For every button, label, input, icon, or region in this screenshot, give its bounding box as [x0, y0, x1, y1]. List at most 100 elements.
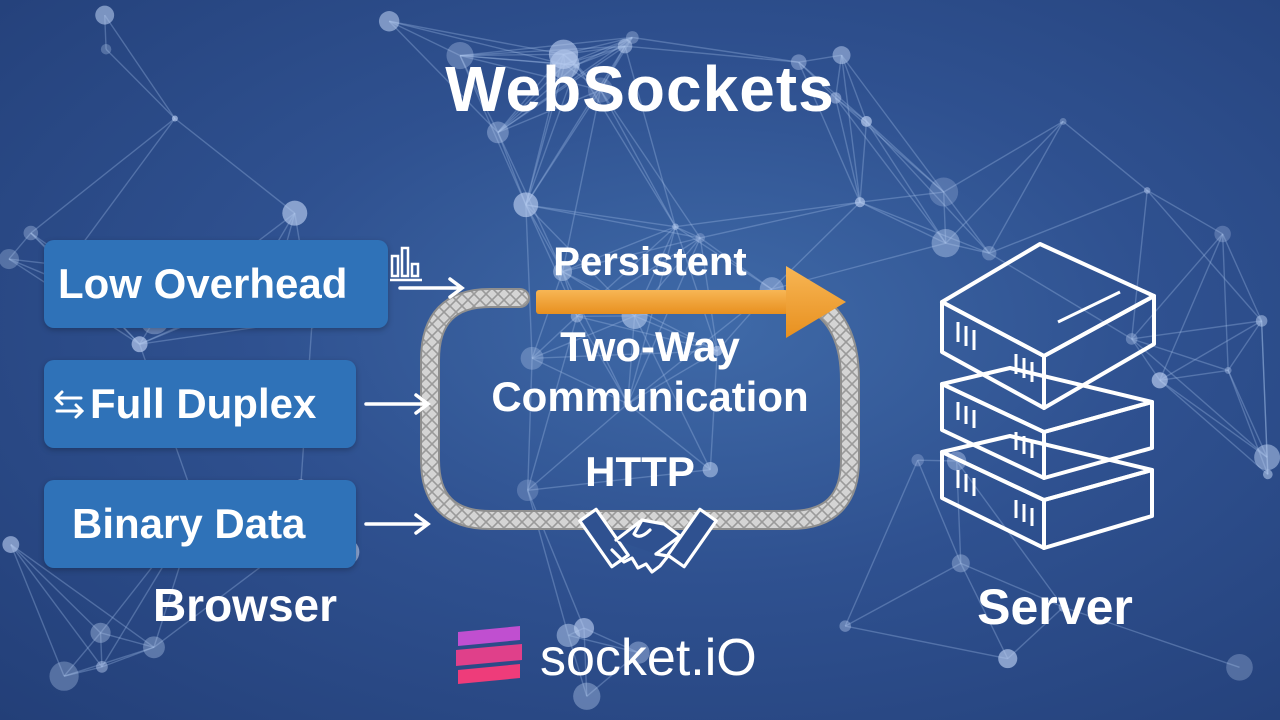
- network-link: [988, 252, 1133, 340]
- network-link: [575, 64, 601, 91]
- network-link: [174, 117, 296, 214]
- network-link: [99, 632, 103, 667]
- network-node: [931, 229, 960, 258]
- network-link: [1007, 606, 1064, 660]
- network-link: [835, 97, 947, 244]
- network-link: [943, 191, 990, 254]
- network-node: [1143, 187, 1151, 194]
- network-node: [911, 453, 924, 467]
- arrow-low-overhead: [398, 277, 465, 299]
- network-link: [531, 315, 578, 359]
- network-link: [634, 315, 718, 352]
- network-node: [790, 54, 807, 71]
- network-link: [798, 61, 837, 99]
- network-link: [945, 242, 990, 254]
- network-link: [562, 226, 676, 273]
- network-link: [633, 315, 711, 470]
- network-link: [459, 55, 499, 133]
- network-link: [675, 226, 701, 239]
- network-link: [844, 562, 962, 627]
- network-link: [865, 120, 990, 254]
- persistent-arrow: [536, 266, 846, 338]
- network-node: [2, 536, 20, 553]
- feature-label: Full Duplex: [90, 380, 317, 427]
- server-stack-icon: [940, 242, 1156, 550]
- network-link: [526, 358, 533, 491]
- network-link: [104, 14, 176, 119]
- network-link: [627, 315, 636, 404]
- network-link: [10, 544, 102, 634]
- network-node: [1255, 315, 1268, 327]
- network-link: [834, 97, 861, 203]
- network-node: [982, 246, 997, 261]
- page-title: WebSockets: [445, 53, 835, 125]
- network-link: [525, 64, 566, 205]
- feature-label: Binary Data: [72, 500, 306, 547]
- network-link: [531, 271, 564, 359]
- network-link: [63, 632, 102, 677]
- network-node: [556, 623, 580, 648]
- network-link: [1131, 338, 1229, 372]
- handshake-icon: [578, 507, 718, 574]
- two-way-line1: Two-Way: [560, 323, 740, 370]
- network-link: [561, 89, 602, 272]
- network-node: [548, 39, 579, 69]
- network-link: [942, 192, 947, 244]
- network-node: [1125, 333, 1138, 345]
- feature-label: Low Overhead: [58, 260, 348, 307]
- network-node: [1151, 372, 1168, 389]
- network-link: [865, 120, 947, 244]
- network-link: [1146, 189, 1263, 322]
- socketio-logo-icon: [456, 626, 522, 684]
- network-link: [527, 468, 711, 491]
- network-link: [988, 189, 1148, 254]
- network-link: [988, 121, 1064, 254]
- network-link: [1146, 189, 1223, 235]
- network-node: [1262, 469, 1273, 480]
- network-node: [487, 121, 509, 144]
- network-node: [282, 200, 308, 226]
- network-link: [960, 563, 1009, 659]
- network-link: [527, 316, 578, 491]
- network-link: [674, 226, 718, 352]
- network-link: [845, 625, 1008, 660]
- network-link: [388, 20, 565, 66]
- network-link: [8, 232, 32, 260]
- network-link: [10, 544, 103, 668]
- network-node: [553, 262, 573, 282]
- network-link: [388, 20, 461, 57]
- network-link: [627, 350, 718, 405]
- network-node: [929, 177, 959, 207]
- network-link: [531, 315, 635, 359]
- network-link: [460, 45, 626, 57]
- network-link: [627, 237, 701, 405]
- network-link: [917, 459, 962, 564]
- network-link: [497, 45, 626, 133]
- network-node: [1226, 654, 1253, 681]
- network-link: [627, 403, 711, 471]
- two-way-line2: Communication: [491, 373, 809, 420]
- network-link: [599, 89, 677, 228]
- network-link: [525, 89, 602, 206]
- network-link: [105, 48, 176, 119]
- network-node: [1059, 117, 1067, 125]
- network-link: [1159, 369, 1229, 381]
- network-node: [23, 225, 39, 241]
- network-node: [712, 345, 723, 356]
- network-link: [1131, 233, 1224, 340]
- network-link: [460, 53, 564, 57]
- feature-full-duplex: Full Duplex: [44, 360, 356, 448]
- network-link: [63, 646, 155, 677]
- network-link: [835, 97, 867, 122]
- network-link: [1159, 233, 1224, 381]
- network-link: [562, 237, 701, 273]
- network-node: [861, 115, 872, 127]
- network-link: [798, 61, 867, 122]
- network-node: [95, 5, 115, 25]
- bar-chart-icon: [390, 246, 422, 282]
- network-link: [844, 459, 919, 627]
- network-link: [10, 544, 65, 677]
- network-node: [702, 461, 719, 478]
- network-node: [378, 11, 400, 32]
